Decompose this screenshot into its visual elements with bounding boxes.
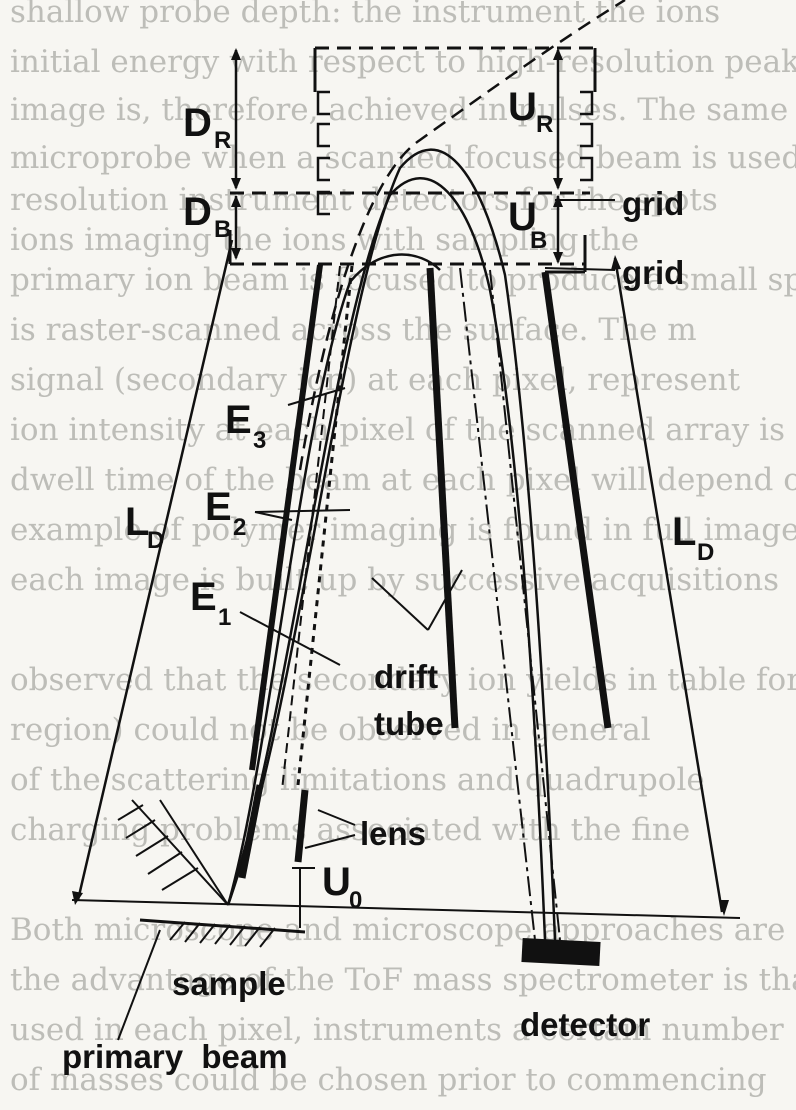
ion-trajectories — [226, 0, 626, 941]
label-e1: E — [190, 575, 217, 619]
label-ur: U — [508, 85, 537, 129]
label-tube: tube — [374, 705, 444, 742]
background-text: shallow probe depth: the instrument the … — [10, 0, 796, 1098]
labels: D R D B U R U B grid grid E 3 E 2 E 1 L … — [62, 85, 714, 1075]
sample-region — [71, 784, 741, 1041]
detector-block — [521, 937, 601, 967]
lens-leader — [304, 834, 356, 849]
reflector — [228, 46, 597, 274]
bg-line: of masses could be chosen prior to comme… — [10, 1062, 767, 1098]
drift-leader — [371, 577, 429, 631]
bg-line: region) could not be observed in general — [10, 712, 651, 748]
trajectory-e2 — [226, 176, 547, 941]
sample-surface — [139, 918, 306, 934]
bg-line: initial energy with respect to high-reso… — [10, 44, 796, 80]
label-e2-subscript: 2 — [233, 514, 246, 541]
drift-leader — [427, 569, 463, 631]
trajectory-e1 — [226, 253, 441, 906]
e1-leader — [239, 611, 341, 666]
trajectory-escaping — [298, 0, 626, 471]
bg-line: each image is built up by successive acq… — [10, 562, 779, 598]
arrow-head — [231, 195, 241, 207]
beam-dashdot — [489, 269, 561, 941]
label-drift: drift — [374, 658, 438, 695]
arrow-head — [72, 891, 83, 905]
bg-line: primary ion beam is focused to produce a… — [10, 262, 796, 298]
bg-line: microprobe when a scanned focused beam i… — [10, 140, 796, 176]
label-dr-subscript: R — [214, 127, 231, 154]
drift-tube-inner-right — [426, 267, 459, 729]
arrow-head — [611, 255, 621, 270]
label-ld-right: L — [672, 510, 696, 554]
lens-leader — [317, 809, 356, 826]
bg-line: ion intensity at each pixel of the scann… — [10, 412, 785, 448]
e2-leader — [254, 509, 351, 513]
label-grid-top: grid — [622, 185, 684, 222]
label-e3-subscript: 3 — [253, 427, 266, 454]
label-db: D — [183, 190, 212, 234]
bg-line: of the scattering limitations and quadru… — [10, 762, 705, 798]
label-e1-subscript: 1 — [218, 604, 231, 631]
bg-line: charging problems associated with the fi… — [10, 812, 690, 848]
bg-line: observed that the secondary ion yields i… — [10, 662, 796, 698]
bg-line: signal (secondary ion) at each pixel, re… — [10, 362, 741, 398]
bg-line: dwell time of the beam at each pixel wil… — [10, 462, 796, 498]
arrow-head — [231, 178, 241, 190]
label-grid-bottom: grid — [622, 254, 684, 291]
label-ub: U — [508, 195, 537, 239]
arrow-head — [553, 178, 563, 190]
label-detector: detector — [520, 1006, 650, 1043]
primary-beam-edge — [131, 799, 229, 906]
bg-line: example of polymer imaging is found in f… — [10, 512, 796, 548]
label-sample: sample — [172, 965, 286, 1002]
ld-left-line — [76, 239, 234, 901]
beam-dashdot — [459, 267, 536, 941]
arrow-head — [553, 48, 563, 60]
lens-electrode — [294, 789, 309, 863]
beam-dashed — [296, 265, 354, 786]
ld-right-line — [613, 257, 724, 913]
drift-tube-inner-left — [249, 264, 323, 771]
bg-line: image is, therefore, achieved in pulses.… — [10, 92, 788, 128]
label-u0: U — [322, 860, 351, 904]
baseline — [71, 899, 741, 919]
primary-beam-leader — [117, 929, 161, 1041]
leaders — [239, 387, 463, 666]
label-dr: D — [183, 101, 212, 145]
arrow-head — [231, 48, 241, 60]
label-lens: lens — [360, 815, 426, 852]
arrow-head — [553, 252, 563, 264]
label-ld-left-subscript: D — [147, 527, 164, 554]
bg-line: ions imaging the ions with sampling the — [10, 222, 639, 258]
grid-leader — [544, 267, 616, 271]
sample-hatch — [169, 921, 276, 948]
trajectory-e3 — [226, 148, 557, 941]
label-ld-left: L — [125, 500, 149, 544]
e2-leader — [254, 511, 293, 521]
label-primary-beam: primary beam — [62, 1038, 288, 1075]
e3-leader — [287, 387, 346, 406]
drift-tube-outer-right — [541, 271, 612, 729]
label-db-subscript: B — [214, 216, 231, 243]
arrow-head — [231, 248, 241, 260]
bg-line: used in each pixel, instruments a certai… — [10, 1012, 784, 1048]
bg-line: Both microscope and microscope approache… — [10, 912, 785, 948]
dimension-markers — [231, 48, 616, 271]
lens-electrode — [238, 784, 264, 879]
label-u0-subscript: 0 — [349, 887, 362, 914]
label-e3: E — [225, 398, 252, 442]
bg-line: the advantage of the ToF mass spectromet… — [10, 962, 796, 998]
arrow-head — [719, 900, 729, 916]
bg-line: shallow probe depth: the instrument the … — [10, 0, 720, 30]
label-ub-subscript: B — [530, 227, 547, 254]
label-ld-right-subscript: D — [697, 539, 714, 566]
primary-beam-edge — [159, 799, 229, 906]
label-ur-subscript: R — [536, 111, 553, 138]
label-e2: E — [205, 485, 232, 529]
